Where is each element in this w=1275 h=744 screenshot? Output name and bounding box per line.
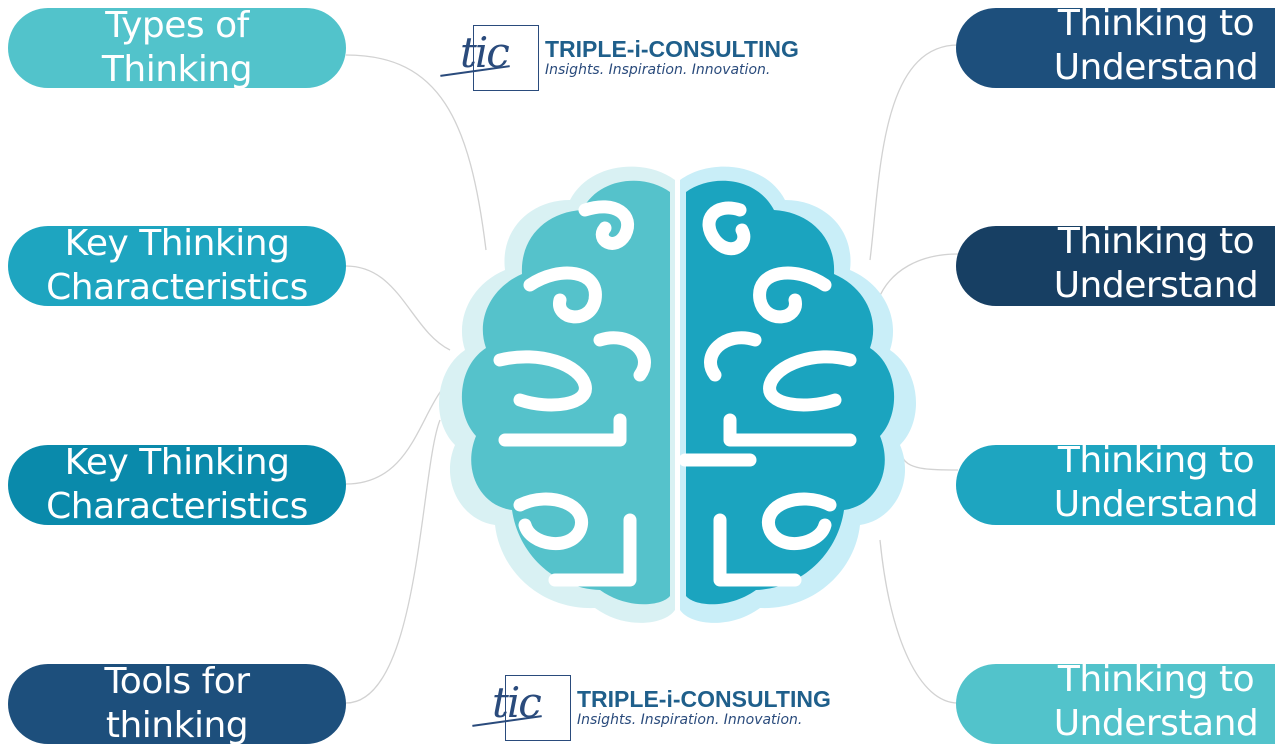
brain-fold: [702, 201, 751, 256]
node-label-line2: Understand: [1053, 265, 1259, 306]
company-logo-top: tic TRIPLE-i-CONSULTING Insights. Inspir…: [440, 22, 799, 94]
node-label-line2: Characteristics: [46, 486, 308, 525]
brain-fold: [493, 350, 592, 412]
brain-fold: [548, 513, 637, 587]
brain-fold: [578, 200, 634, 250]
connector-tools-for-thinking: [345, 419, 441, 704]
brain-fold: [723, 413, 857, 447]
node-label-line2: Understand: [1053, 703, 1259, 744]
brain-fold: [498, 413, 627, 447]
connector-right-4: [879, 539, 959, 704]
node-label-line1: Key Thinking: [64, 226, 290, 264]
brain-fold: [763, 350, 857, 412]
brain-fold: [593, 331, 651, 382]
node-label-line1: Key Thinking: [64, 445, 290, 483]
company-tagline: Insights. Inspiration. Innovation.: [577, 712, 803, 728]
brain-left-hemisphere: [461, 180, 670, 605]
brain-fold: [753, 266, 832, 324]
tic-monogram-icon: tic: [472, 675, 571, 741]
node-label-line1: Types of: [105, 8, 249, 46]
brain-fold: [762, 492, 837, 550]
connector-types-of-thinking: [345, 54, 487, 251]
company-logo-bottom: tic TRIPLE-i-CONSULTING Insights. Inspir…: [472, 672, 831, 744]
node-label-line1: Thinking to: [1057, 8, 1255, 44]
brain-icon: [438, 166, 917, 623]
node-label-line2: thinking: [105, 705, 249, 744]
node-label-line1: Thinking to: [1057, 664, 1255, 700]
company-name: TRIPLE-i-CONSULTING: [577, 686, 831, 712]
connector-right-2: [877, 253, 959, 301]
node-label-line2: Understand: [1053, 484, 1259, 525]
connector-right-1: [869, 44, 959, 261]
tic-monogram-icon: tic: [440, 25, 539, 91]
brain-right-hemisphere: [686, 180, 895, 605]
connector-key-characteristics-1: [345, 265, 451, 351]
node-label-line2: Understand: [1053, 47, 1259, 88]
node-label-line2: Thinking: [101, 49, 253, 88]
node-label-line1: Tools for: [104, 664, 250, 702]
brain-fold: [523, 266, 602, 324]
node-label-line1: Thinking to: [1057, 226, 1255, 262]
brain-fold: [713, 513, 802, 587]
company-tagline: Insights. Inspiration. Innovation.: [545, 62, 771, 78]
node-label-line2: Characteristics: [46, 267, 308, 306]
brain-fold: [704, 331, 762, 382]
node-label-line1: Thinking to: [1057, 445, 1255, 481]
company-name: TRIPLE-i-CONSULTING: [545, 36, 799, 62]
brain-fold: [513, 492, 588, 550]
